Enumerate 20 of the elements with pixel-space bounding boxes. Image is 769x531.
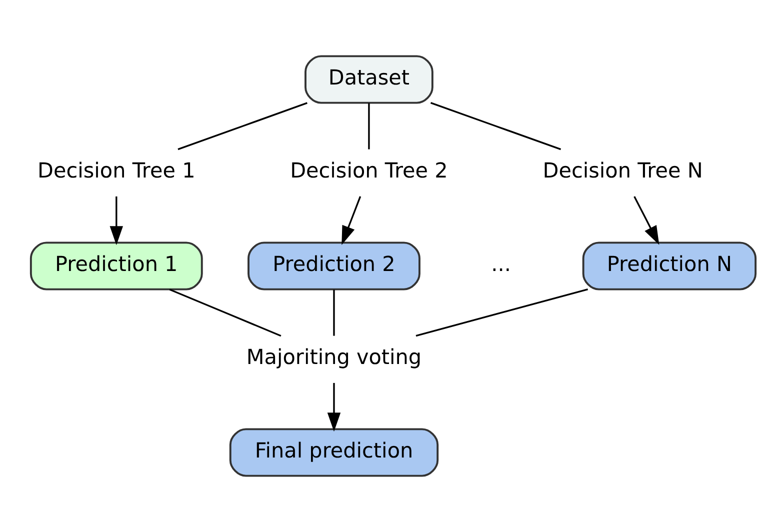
arrow	[327, 382, 341, 432]
connector	[333, 289, 335, 336]
node-text: Decision Tree 1	[38, 158, 196, 182]
node-box: Prediction 2	[248, 241, 420, 290]
node-box: Prediction N	[582, 241, 757, 290]
node-text: Decision Tree N	[542, 158, 703, 182]
node-box: Dataset	[304, 54, 434, 104]
arrow	[634, 196, 660, 244]
connector	[178, 102, 308, 150]
arrow	[110, 196, 124, 245]
node-text: Majoriting voting	[246, 344, 422, 369]
node-text: Decision Tree 2	[290, 158, 448, 182]
node-box: Final prediction	[229, 428, 439, 476]
connector	[169, 288, 282, 336]
connector	[416, 288, 588, 336]
node-box: Prediction 1	[30, 241, 203, 290]
label: ...	[491, 251, 511, 276]
connector	[368, 102, 370, 149]
arrow	[342, 196, 362, 244]
connector	[430, 102, 562, 150]
